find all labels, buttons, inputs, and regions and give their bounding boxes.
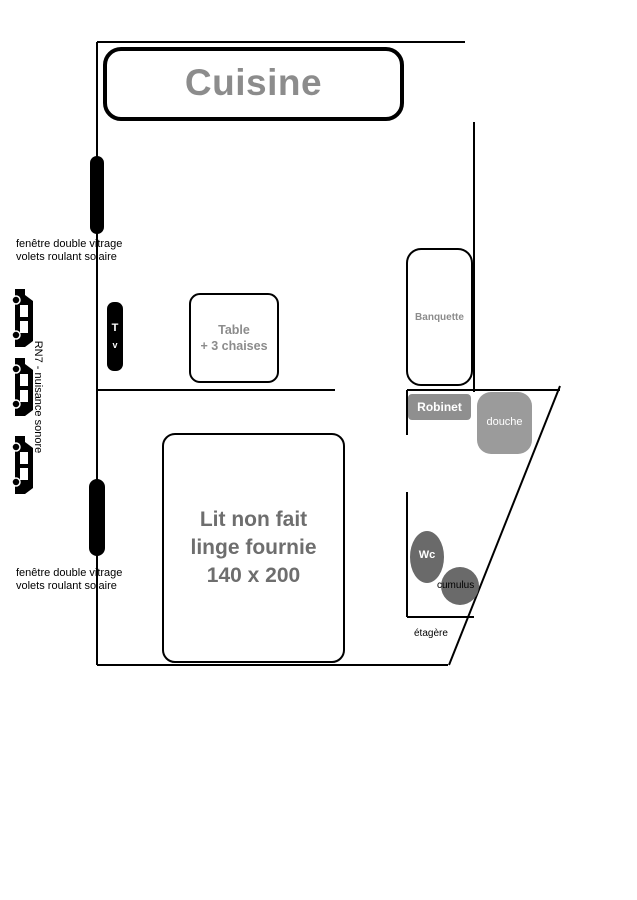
window-bottom-line2: volets roulant solaire [16, 580, 117, 592]
car-icon [11, 358, 33, 416]
kitchen-label: Cuisine [184, 62, 323, 103]
wall-diagonal [448, 385, 561, 666]
table-label-line1: Table [218, 323, 250, 337]
table [189, 293, 279, 383]
window-top-line1: fenêtre double vitrage [16, 238, 123, 250]
window-top-label: fenêtre double vitrage volets roulant so… [16, 238, 122, 264]
tv-label: T v [107, 320, 123, 354]
window-bottom-label: fenêtre double vitrage volets roulant so… [16, 567, 122, 593]
window-bottom [89, 479, 105, 556]
road-label: RN7 - nuisance sonore [32, 340, 44, 454]
banquette-label: Banquette [415, 312, 464, 323]
douche-label: douche [486, 416, 523, 428]
table-label-line2: + 3 chaises [200, 339, 268, 353]
banquette [406, 248, 473, 386]
robinet-label: Robinet [417, 400, 462, 414]
window-top-line2: volets roulant solaire [16, 251, 117, 263]
bed [162, 433, 345, 663]
tv-label-line1: T [111, 322, 119, 334]
window-top [90, 156, 104, 234]
bed-label: Lit non fait linge fournie 140 x 200 [163, 506, 344, 590]
wc-label: Wc [418, 549, 436, 561]
window-bottom-line1: fenêtre double vitrage [16, 567, 123, 579]
bed-label-line3: 140 x 200 [206, 564, 301, 587]
douche [477, 392, 532, 454]
table-label: Table + 3 chaises [190, 322, 278, 354]
tv [107, 302, 123, 371]
car-icon [11, 436, 33, 494]
robinet [408, 394, 471, 420]
tv-label-line2: v [112, 340, 118, 350]
bed-label-line2: linge fournie [190, 536, 317, 559]
etagere-label: étagère [414, 628, 448, 639]
car-icon [11, 289, 33, 347]
bed-label-line1: Lit non fait [199, 508, 308, 531]
cumulus-label: cumulus [437, 580, 475, 591]
cumulus [441, 567, 479, 605]
kitchen-counter [103, 47, 404, 121]
wc [410, 531, 444, 583]
